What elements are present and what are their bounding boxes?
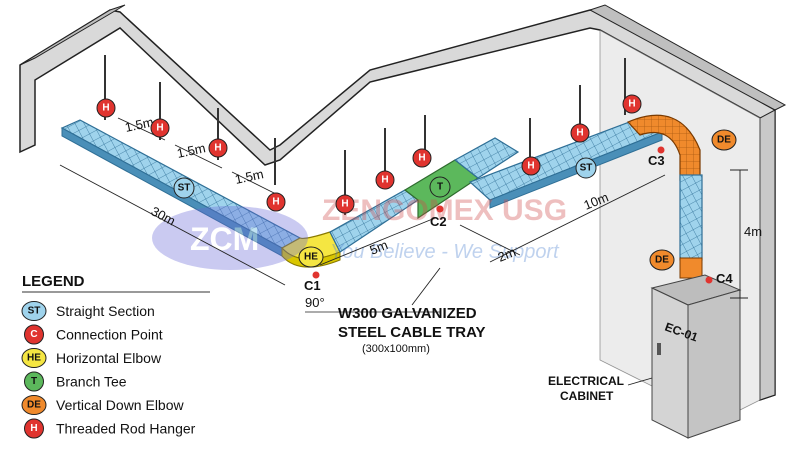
dim-spacing-2: 1.5m bbox=[176, 140, 207, 161]
hanger-marker: H bbox=[335, 194, 355, 214]
section-badges: ST ST HE T DE DE bbox=[173, 129, 737, 271]
hanger-marker-label: H bbox=[272, 197, 279, 208]
vertical-drop-section bbox=[679, 174, 703, 279]
connection-c1-label: C1 bbox=[304, 278, 321, 293]
legend-label: Straight Section bbox=[56, 303, 155, 319]
badge-st-label: ST bbox=[178, 183, 191, 194]
connection-points: C1 C2 C3 C4 bbox=[304, 146, 733, 293]
badge-st-run4: ST bbox=[575, 157, 597, 179]
cabinet-label-line1: ELECTRICAL bbox=[548, 374, 624, 388]
hanger-marker: H bbox=[150, 118, 170, 138]
legend-label: Branch Tee bbox=[56, 374, 127, 390]
legend-swatch bbox=[24, 324, 44, 345]
badge-he: HE bbox=[298, 246, 324, 268]
badge-t-label: T bbox=[437, 182, 443, 193]
badge-de-top: DE bbox=[711, 129, 737, 151]
watermark-company: ZENGOMEX USG bbox=[322, 194, 567, 227]
legend-code: ST bbox=[28, 306, 41, 317]
tray-title-line1: W300 GALVANIZED bbox=[338, 305, 477, 322]
hanger-marker: H bbox=[96, 98, 116, 118]
connection-c4-label: C4 bbox=[716, 271, 733, 286]
legend-title: LEGEND bbox=[22, 273, 85, 290]
connection-c2-label: C2 bbox=[430, 214, 447, 229]
legend-item-h: H Threaded Rod Hanger bbox=[24, 418, 196, 439]
hanger-marker-label: H bbox=[341, 199, 348, 210]
branch-section bbox=[453, 137, 520, 179]
cabinet-label: ELECTRICAL CABINET bbox=[548, 374, 653, 403]
badge-t: T bbox=[429, 176, 451, 198]
hanger-marker: H bbox=[266, 192, 286, 212]
legend-label: Horizontal Elbow bbox=[56, 350, 162, 366]
tray-title-line3: (300x100mm) bbox=[362, 343, 430, 355]
connection-c3: C3 bbox=[648, 146, 665, 168]
hanger-markers: H H H H H H H H H H bbox=[96, 94, 642, 214]
legend-code: DE bbox=[27, 400, 41, 411]
legend-item-he: HE Horizontal Elbow bbox=[21, 348, 162, 368]
dim-spacing-3: 1.5m bbox=[234, 166, 265, 187]
badge-de-label: DE bbox=[655, 255, 669, 266]
legend-label: Vertical Down Elbow bbox=[56, 397, 185, 413]
legend-code: HE bbox=[27, 353, 41, 364]
legend-swatch bbox=[21, 348, 47, 368]
legend-code: C bbox=[30, 329, 37, 340]
dim-run-2m: 2m bbox=[496, 244, 518, 265]
legend-label: Connection Point bbox=[56, 327, 163, 343]
dim-spacing-1: 1.5m bbox=[124, 114, 155, 135]
legend-item-de: DE Vertical Down Elbow bbox=[21, 395, 185, 415]
badge-st-run1: ST bbox=[173, 177, 195, 199]
hanger-marker: H bbox=[208, 138, 228, 158]
legend-swatch bbox=[24, 418, 44, 439]
hanger-marker-label: H bbox=[381, 175, 388, 186]
legend-item-st: ST Straight Section bbox=[21, 301, 155, 321]
watermark: ZCM ZENGOMEX USG You Believe - We Suppor… bbox=[152, 194, 567, 270]
hanger-marker-label: H bbox=[156, 123, 163, 134]
hanger-marker-label: H bbox=[214, 143, 221, 154]
connection-c4: C4 bbox=[705, 271, 733, 286]
legend-code: H bbox=[30, 423, 37, 434]
dim-angle: 90° bbox=[305, 295, 325, 310]
tray-title-line2: STEEL CABLE TRAY bbox=[338, 324, 486, 341]
legend-item-c: C Connection Point bbox=[24, 324, 163, 345]
badge-he-label: HE bbox=[304, 252, 318, 263]
hanger-marker-label: H bbox=[102, 103, 109, 114]
cabinet-label-line2: CABINET bbox=[560, 389, 614, 403]
watermark-brand: ZCM bbox=[190, 221, 259, 257]
connection-c2: C2 bbox=[430, 205, 447, 229]
electrical-cabinet: EC-01 bbox=[650, 274, 742, 439]
legend-label: Threaded Rod Hanger bbox=[56, 421, 196, 437]
dim-drop-4m: 4m bbox=[744, 224, 762, 239]
badge-de-bottom: DE bbox=[649, 249, 675, 271]
legend-swatch bbox=[24, 371, 44, 392]
connection-c1: C1 bbox=[304, 271, 321, 293]
hanger-marker-label: H bbox=[527, 161, 534, 172]
dimension-labels: 1.5m 1.5m 1.5m 30m 5m 2m 10m 4m 90° bbox=[124, 114, 763, 310]
legend-swatch bbox=[21, 395, 47, 415]
dim-run-5m: 5m bbox=[368, 237, 390, 258]
hanger-marker: H bbox=[412, 148, 432, 168]
badge-de-label: DE bbox=[717, 135, 731, 146]
legend-swatch bbox=[21, 301, 47, 321]
hanger-marker: H bbox=[570, 123, 590, 143]
badge-st-label: ST bbox=[580, 163, 593, 174]
hanger-marker-label: H bbox=[628, 99, 635, 110]
hanger-marker-label: H bbox=[418, 153, 425, 164]
hanger-marker-label: H bbox=[576, 128, 583, 139]
tray-title: W300 GALVANIZED STEEL CABLE TRAY (300x10… bbox=[338, 267, 486, 355]
connection-c3-label: C3 bbox=[648, 153, 665, 168]
hanger-marker: H bbox=[375, 170, 395, 190]
hanger-marker: H bbox=[521, 156, 541, 176]
hanger-marker: H bbox=[622, 94, 642, 114]
legend-code: T bbox=[31, 376, 37, 387]
legend-item-t: T Branch Tee bbox=[24, 371, 127, 392]
